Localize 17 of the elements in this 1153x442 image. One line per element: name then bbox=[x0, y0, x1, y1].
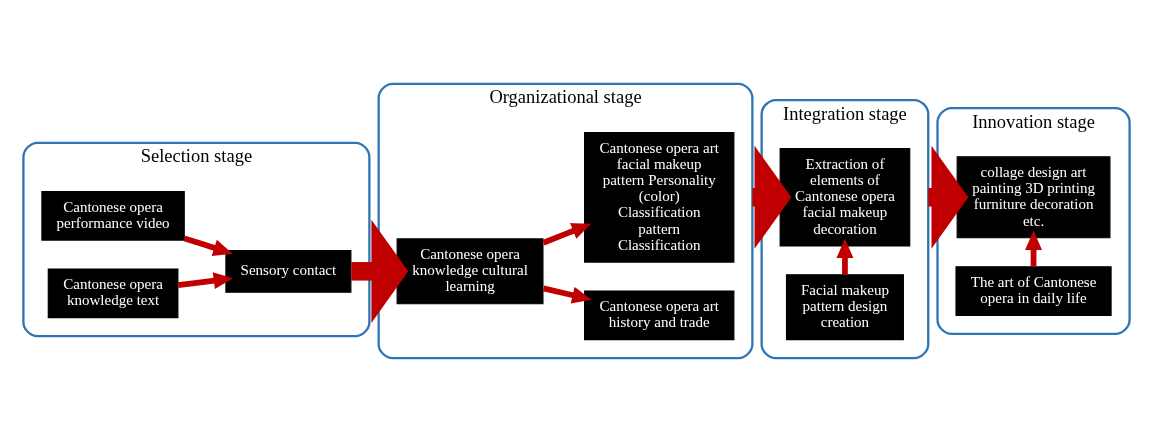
node-box: Cantonese opera art facial makeup pattern Personality (color) Classification pattern Classification bbox=[584, 131, 735, 263]
arrow bbox=[351, 219, 409, 323]
node-box: Extraction of elements of Cantonese opera facial makeup decoration bbox=[779, 148, 911, 247]
arrow bbox=[177, 272, 234, 290]
node-box: Cantonese opera knowledge cultural learning bbox=[396, 238, 544, 305]
arrow bbox=[1025, 230, 1043, 267]
arrow bbox=[542, 285, 592, 304]
node-box: Cantonese opera performance video bbox=[41, 190, 185, 241]
node-box: collage design art painting 3D printing furniture decoration etc. bbox=[956, 156, 1111, 239]
node-box: Facial makeup pattern design creation bbox=[785, 274, 904, 341]
node-box: Sensory contact bbox=[225, 249, 352, 293]
node-box: Cantonese opera knowledge text bbox=[47, 268, 179, 319]
node-box: Cantonese opera art history and trade bbox=[584, 290, 735, 341]
arrow bbox=[183, 235, 233, 256]
arrow bbox=[836, 238, 854, 275]
arrow bbox=[542, 223, 592, 246]
node-box: The art of Cantonese opera in daily life bbox=[955, 266, 1112, 316]
